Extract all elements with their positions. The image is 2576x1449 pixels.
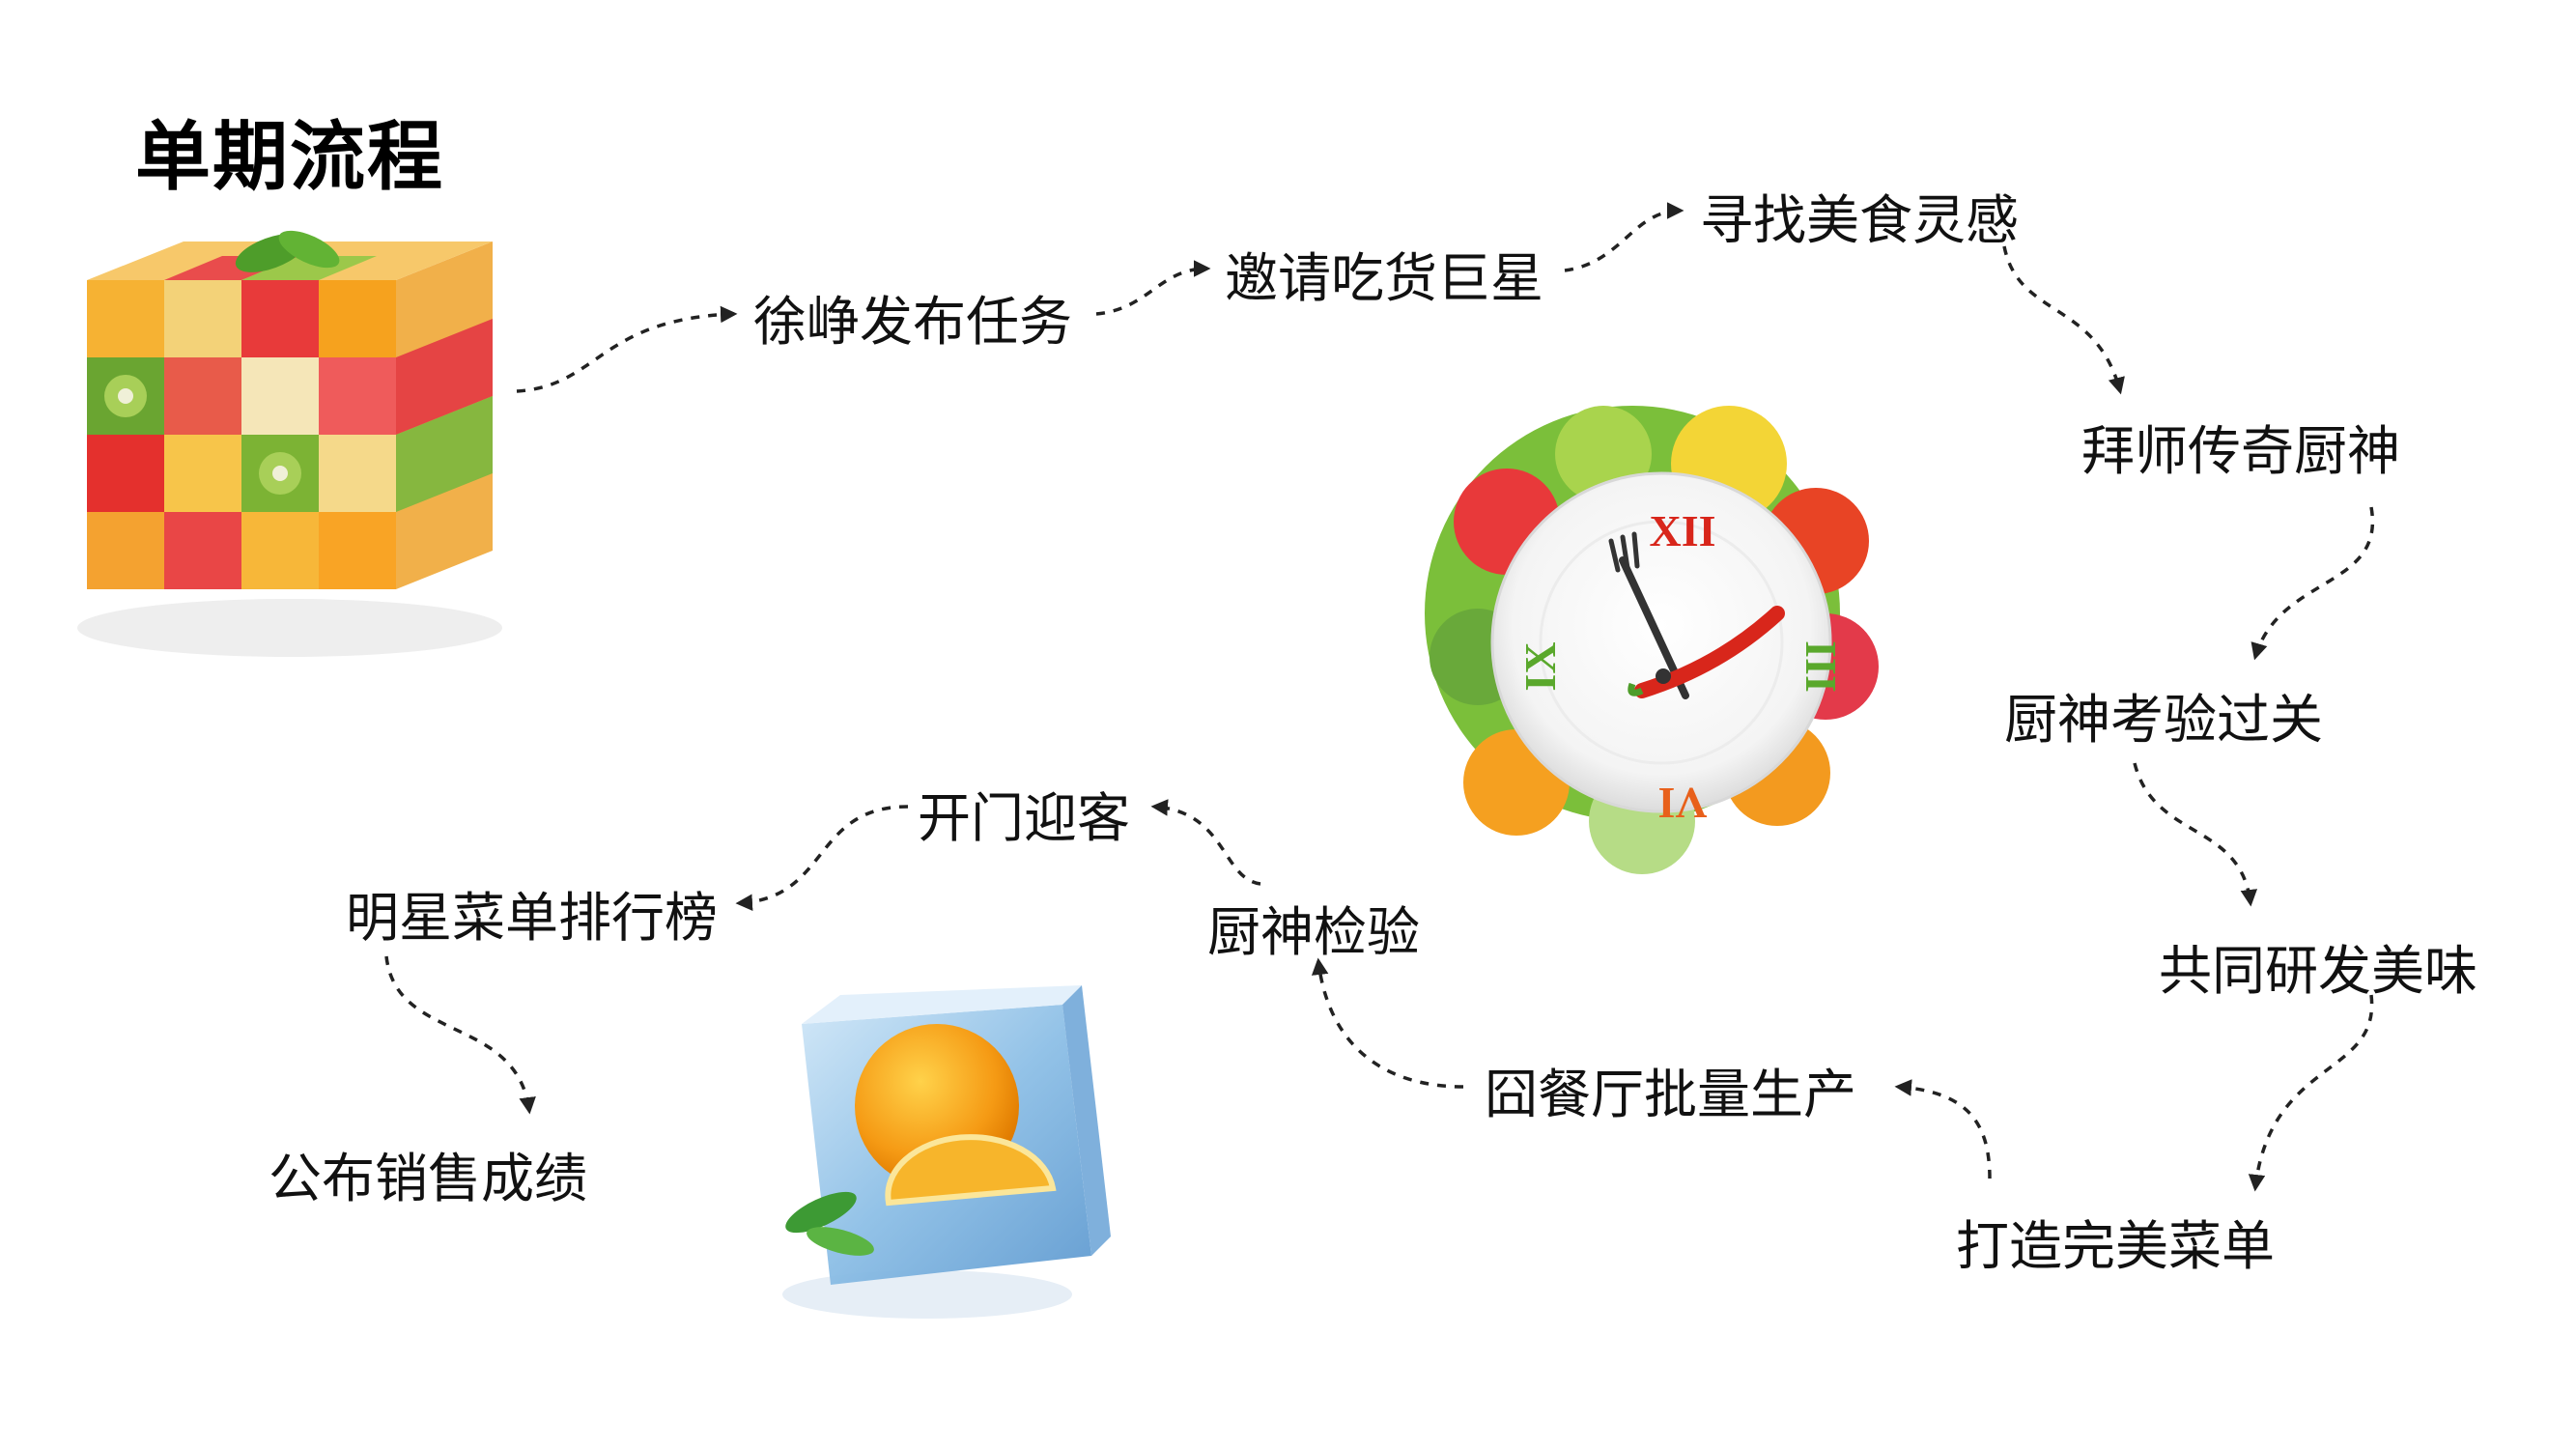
arrow-s2-to-s3 xyxy=(1564,202,1684,272)
arrow-s11-to-s12 xyxy=(384,955,536,1115)
clock-numeral-3: III xyxy=(1797,640,1846,693)
arrow-s5-to-s6 xyxy=(2133,762,2258,907)
step-12-label: 公布销售成绩 xyxy=(269,1148,588,1209)
fruit-cube-image xyxy=(77,230,502,657)
step-3-label: 寻找美食灵感 xyxy=(1700,189,2020,251)
step-6-label: 共同研发美味 xyxy=(2159,940,2478,1002)
step-1-label: 徐峥发布任务 xyxy=(753,291,1073,353)
arrow-s4-to-s5 xyxy=(2250,506,2375,661)
step-10-label: 开门迎客 xyxy=(918,787,1131,849)
step-2-label: 邀请吃货巨星 xyxy=(1225,247,1544,309)
clock-numeral-12: XII xyxy=(1649,506,1715,555)
vegetable-clock-image: XII III VI IX xyxy=(1425,406,1879,874)
clock-numeral-9: IX xyxy=(1515,641,1565,691)
step-5-label: 厨神考验过关 xyxy=(2004,689,2324,751)
arrow-s6-to-s7 xyxy=(2248,994,2374,1192)
arrow-s1-to-s2 xyxy=(1095,260,1211,316)
step-11-label: 明星菜单排行榜 xyxy=(346,887,719,949)
arrow-s3-to-s4 xyxy=(2002,245,2125,395)
arrow-s10-to-s11 xyxy=(735,805,909,911)
arrow-cube-to-s1 xyxy=(516,305,738,393)
step-8-label: 囧餐厅批量生产 xyxy=(1485,1064,1857,1125)
step-4-label: 拜师传奇厨神 xyxy=(2081,420,2401,482)
arrow-s9-to-s10 xyxy=(1150,799,1261,886)
ice-orange-image xyxy=(782,985,1111,1319)
arrow-s8-to-s9 xyxy=(1311,957,1464,1089)
arrow-s7-to-s8 xyxy=(1894,1079,1992,1179)
page-title: 单期流程 xyxy=(135,114,445,201)
step-9-label: 厨神检验 xyxy=(1207,901,1421,963)
step-7-label: 打造完美菜单 xyxy=(1956,1215,2276,1277)
flow-connectors xyxy=(384,202,2375,1192)
clock-numeral-6: VI xyxy=(1657,779,1707,828)
